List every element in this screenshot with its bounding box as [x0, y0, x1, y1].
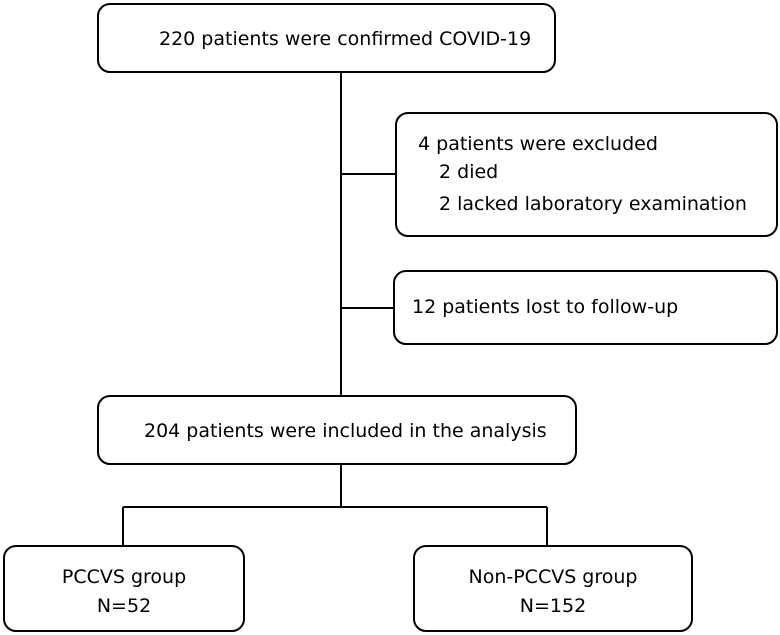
confirmed-patients-box: 220 patients were confirmed COVID-19: [97, 3, 556, 73]
pccvs-group-count: N=52: [96, 595, 152, 617]
excluded-reason-lab: 2 lacked laboratory examination: [439, 193, 747, 215]
lost-to-followup-box: 12 patients lost to follow-up: [393, 270, 778, 345]
non-pccvs-group-label: Non-PCCVS group: [468, 566, 638, 588]
excluded-reason-died: 2 died: [439, 161, 499, 183]
non-pccvs-group-count: N=152: [519, 595, 587, 617]
included-patients-text: 204 patients were included in the analys…: [144, 420, 547, 442]
included-patients-box: 204 patients were included in the analys…: [97, 395, 577, 465]
confirmed-patients-text: 220 patients were confirmed COVID-19: [159, 28, 532, 50]
pccvs-group-box: PCCVS group N=52: [3, 545, 245, 632]
excluded-patients-box: 4 patients were excluded 2 died 2 lacked…: [395, 112, 778, 237]
pccvs-group-label: PCCVS group: [61, 566, 187, 588]
excluded-title-text: 4 patients were excluded: [418, 133, 658, 155]
non-pccvs-group-box: Non-PCCVS group N=152: [413, 545, 693, 632]
lost-to-followup-text: 12 patients lost to follow-up: [412, 296, 679, 318]
